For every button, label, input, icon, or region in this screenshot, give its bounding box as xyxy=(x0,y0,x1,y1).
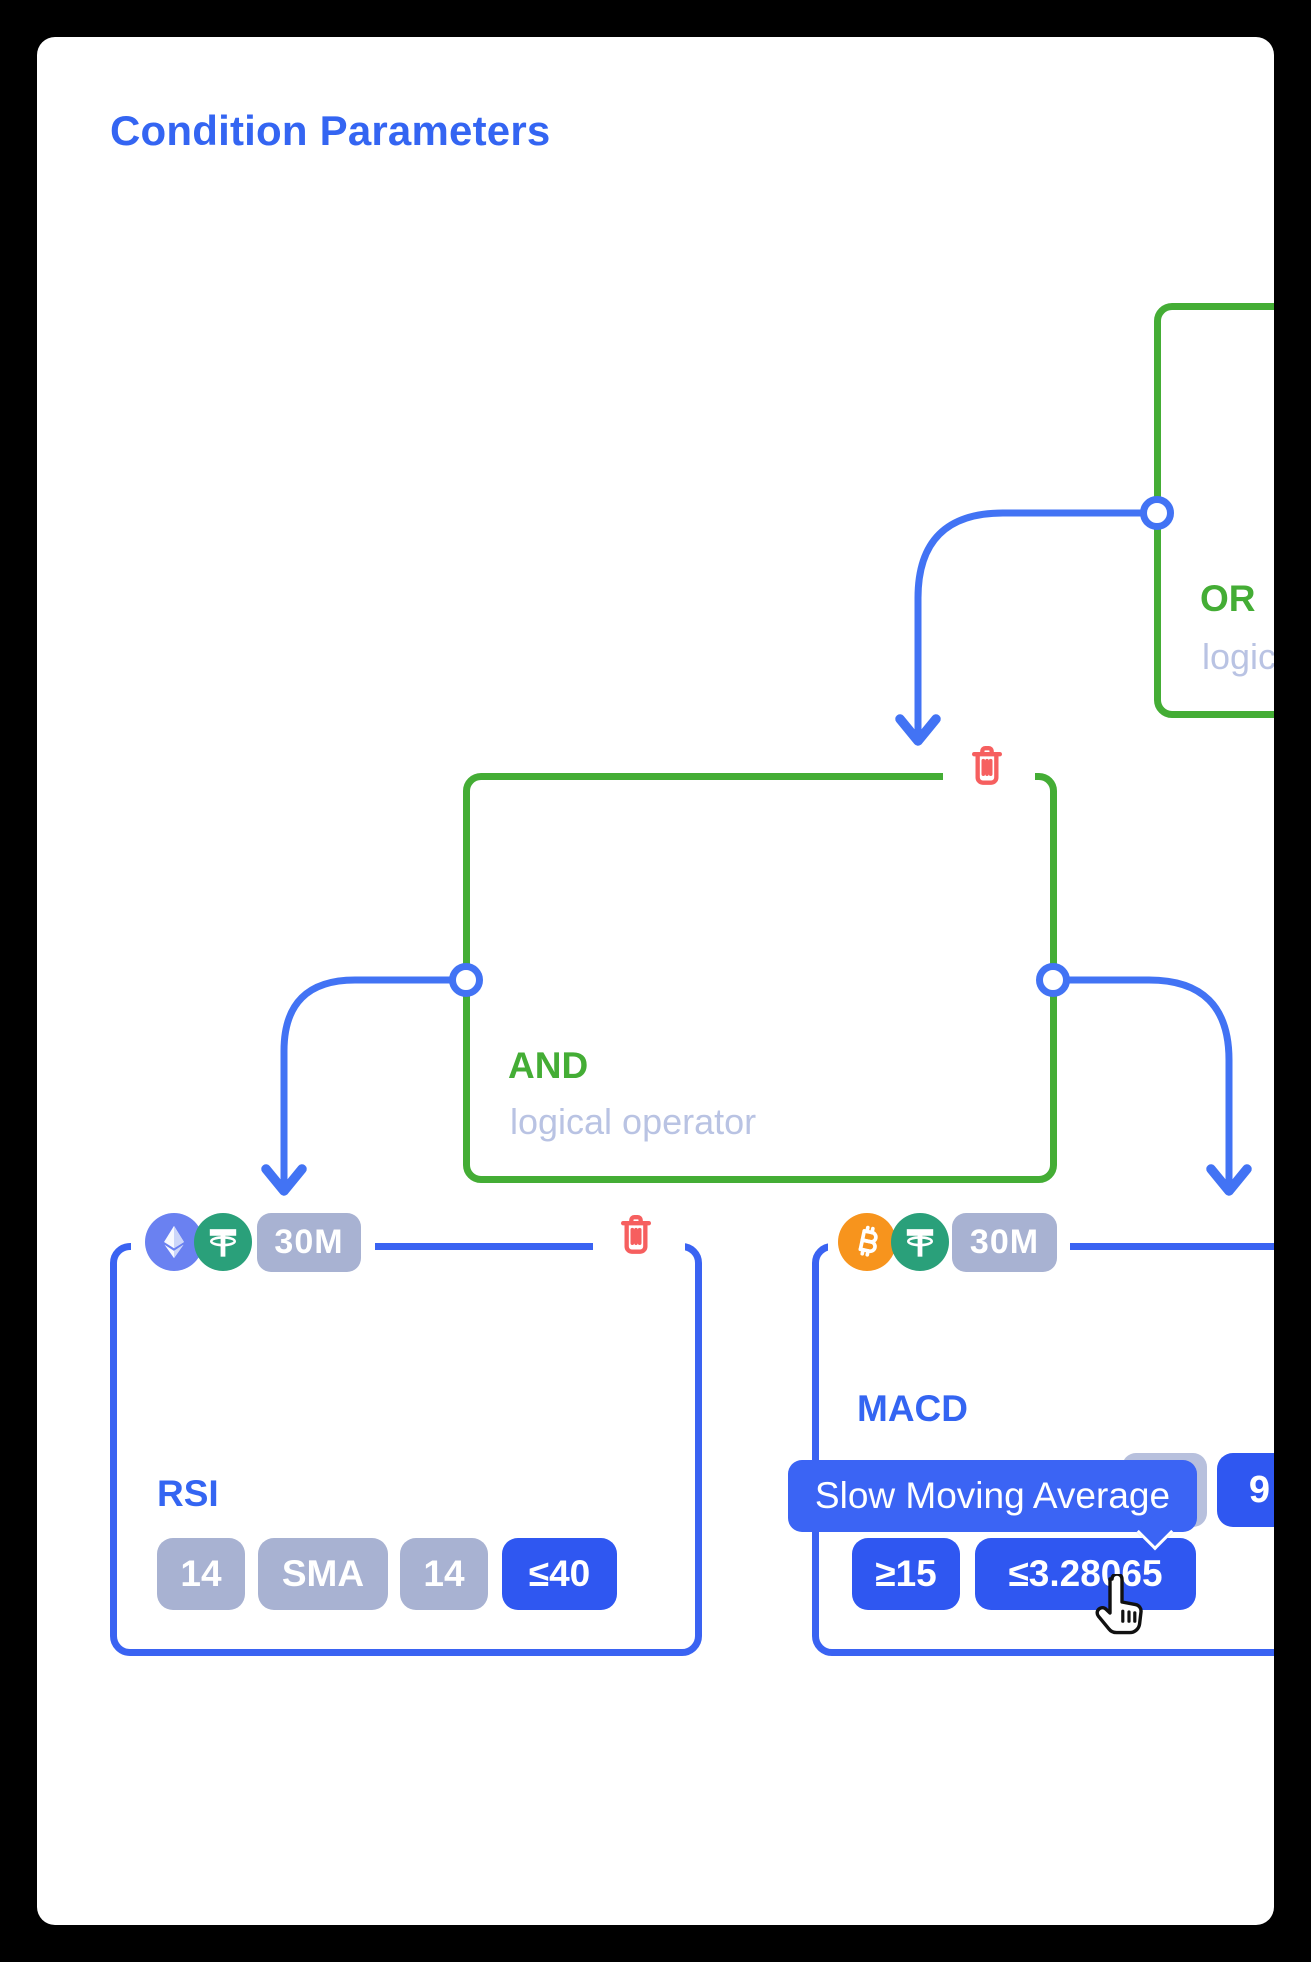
arrowhead-down-macd xyxy=(1206,1164,1252,1196)
rsi-param-period[interactable]: 14 xyxy=(157,1538,245,1610)
page-title: Condition Parameters xyxy=(110,107,551,154)
connector-and-to-rsi xyxy=(280,976,470,1191)
macd-indicator-label: MACD xyxy=(857,1388,968,1429)
tooltip: Slow Moving Average xyxy=(788,1460,1197,1551)
node-or[interactable]: OR logical operator xyxy=(1154,303,1274,718)
or-operator-sublabel: logical operator xyxy=(1202,636,1274,677)
rsi-param-threshold[interactable]: ≤40 xyxy=(502,1538,617,1610)
delete-rsi-node-button[interactable] xyxy=(615,1212,657,1260)
tether-icon xyxy=(194,1213,252,1271)
condition-parameters-card: Condition Parameters OR logical operator… xyxy=(37,37,1274,1925)
arrowhead-down-rsi xyxy=(261,1164,307,1196)
arrowhead-down-and xyxy=(895,714,941,746)
macd-param-min-threshold[interactable]: ≥15 xyxy=(852,1538,960,1610)
rsi-border-gap-trash xyxy=(593,1237,685,1255)
and-operator-sublabel: logical operator xyxy=(510,1101,757,1142)
bitcoin-icon xyxy=(838,1213,896,1271)
trash-icon xyxy=(621,1214,651,1254)
or-operator-label: OR xyxy=(1200,578,1256,619)
pointer-cursor-icon xyxy=(1090,1572,1144,1641)
rsi-param-ma-type[interactable]: SMA xyxy=(258,1538,388,1610)
ethereum-logo xyxy=(164,1225,184,1259)
and-operator-label: AND xyxy=(508,1045,589,1086)
macd-timeframe-badge[interactable]: 30M xyxy=(952,1213,1057,1272)
tether-icon xyxy=(891,1213,949,1271)
delete-and-node-button[interactable] xyxy=(966,743,1008,791)
connector-or-to-and xyxy=(914,509,1161,741)
rsi-timeframe-badge[interactable]: 30M xyxy=(257,1213,361,1272)
node-and[interactable]: AND logical operator xyxy=(463,773,1057,1183)
connector-and-to-macd xyxy=(1049,976,1233,1191)
macd-param-signal[interactable]: 9 xyxy=(1217,1453,1274,1527)
bitcoin-logo xyxy=(858,1225,878,1257)
tether-logo xyxy=(209,1229,237,1257)
tether-logo xyxy=(906,1229,934,1257)
tooltip-label: Slow Moving Average xyxy=(814,1475,1171,1516)
ethereum-icon xyxy=(145,1213,203,1271)
rsi-indicator-label: RSI xyxy=(157,1473,219,1514)
rsi-param-smoothing[interactable]: 14 xyxy=(400,1538,488,1610)
trash-icon xyxy=(972,746,1002,785)
macd-param-max-threshold[interactable]: ≤3.28065 xyxy=(975,1538,1196,1610)
hand-pointer-glyph xyxy=(1095,1572,1143,1635)
